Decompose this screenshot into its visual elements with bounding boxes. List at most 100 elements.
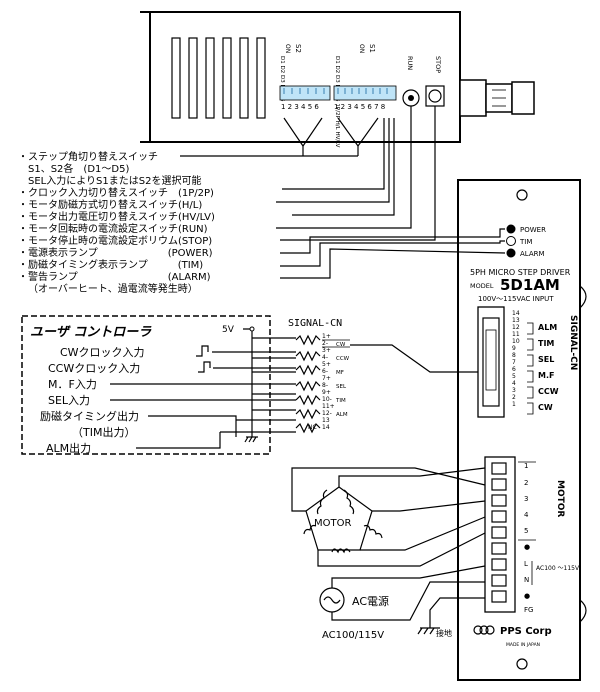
svg-text:4: 4 [524,511,529,519]
svg-text:3: 3 [524,495,528,503]
svg-text:2: 2 [512,394,516,401]
svg-text:11+: 11+ [322,403,335,410]
terminal-block [484,456,516,613]
svg-text:6-: 6- [322,368,328,375]
controller-row-4: 励磁タイミング出力 [40,409,139,423]
annotation-3: ・クロック入力切り替えスイッチ (1P/2P) [18,186,214,199]
brand-name: PPS Corp [500,626,552,637]
terminal-screws [491,462,507,603]
vcc-label: 5V [222,325,235,335]
svg-text:TIM: TIM [538,339,554,348]
top-connector [459,79,535,117]
svg-text:1+: 1+ [322,333,331,340]
svg-text:1: 1 [512,401,516,408]
connector-signal-names: ALM TIM SEL M.F CCW CW [538,323,559,412]
svg-text:8-: 8- [322,382,328,389]
annotation-9: ・励磁タイミング表示ランプ (TIM) [18,258,203,271]
svg-text:NC: NC [308,424,317,431]
svg-text:7: 7 [512,359,516,366]
svg-text:3: 3 [512,387,516,394]
annotation-list: ・ステップ角切り替えスイッチ S1、S2各 (D1～D5) SEL入力によりS1… [18,150,215,295]
svg-text:CCW: CCW [538,387,559,396]
svg-text:CW: CW [538,403,553,412]
terminal-labels: 1 2 3 4 5 ● L N ● FG [524,462,533,614]
s1-numbers: 1 2 3 4 5 6 7 8 [334,103,385,111]
svg-text:●: ● [524,543,530,551]
svg-text:4-: 4- [322,354,328,361]
signal-connector-body [477,306,505,418]
tim-lamp [506,236,516,246]
run-label: RUN [406,56,414,70]
model-prefix: MODEL [470,282,494,290]
svg-text:3+: 3+ [322,347,331,354]
ac-voltage-label: AC100/115V [322,630,384,641]
controller-title: ユーザ コントローラ [30,325,152,340]
controller-row-3: SEL入力 [48,394,90,407]
s2-onoff: ON [284,44,291,53]
svg-text:13: 13 [512,317,520,324]
svg-text:SEL: SEL [336,384,347,390]
s1-d-labels: D1 D2 D3 D4 D5 1P/2P H/L HV/LV [334,56,340,148]
annotation-1: S1、S2各 (D1～D5) [18,162,129,175]
svg-text:MF: MF [336,370,344,376]
controller-row-2: M．F入力 [48,378,97,391]
svg-text:4: 4 [512,380,516,387]
model-number: 5D1AM [500,276,560,294]
annotation-10: ・警告ランプ (ALARM) [18,270,211,283]
svg-text:N: N [524,576,529,584]
signal-cn-block: SIGNAL-CN 1+ 2- 3+ [220,318,478,434]
s2-d-labels: D1 D2 D3 D4 D5 [279,56,285,102]
signal-cn-pin-labels: CW CCW MF SEL TIM ALM [335,342,350,418]
svg-text:8: 8 [512,352,516,359]
annotation-11: （オーバーヒート、過電流等発生時） [28,282,198,295]
stop-label: STOP [434,56,442,73]
s2-numbers: 1 2 3 4 5 6 [281,103,319,111]
dip-ticks [283,88,388,94]
motor-label: MOTOR [314,518,351,529]
controller-row-0: CWクロック入力 [60,346,145,359]
svg-text:7+: 7+ [322,375,331,382]
svg-text:●: ● [524,592,530,600]
alarm-lamp [506,248,516,258]
connector-pin-numbers: 14 13 12 11 10 9 8 7 6 5 4 3 2 1 [512,310,520,408]
annotation-4: ・モータ励磁方式切り替えスイッチ(H/L) [18,198,202,211]
s1-label: S1 [368,44,376,53]
svg-text:FG: FG [524,606,533,614]
s2-label: S2 [294,44,302,53]
tim-lamp-label: TIM [519,238,532,246]
svg-text:SEL: SEL [538,355,554,364]
svg-text:M.F: M.F [538,371,554,380]
svg-text:1: 1 [524,462,528,470]
svg-text:13: 13 [322,417,330,424]
controller-row-1: CCWクロック入力 [48,362,140,375]
svg-text:ALM: ALM [336,412,348,418]
annotation-leaders [180,106,506,279]
svg-text:ALM: ALM [538,323,557,332]
controller-row-6: ALM出力 [46,441,91,455]
svg-text:5+: 5+ [322,361,331,368]
signal-cn-vertical-label: SIGNAL-CN [568,315,578,370]
model-line: 5PH MICRO STEP DRIVER [470,268,571,277]
svg-text:5: 5 [524,527,528,535]
pps-logo [473,625,495,635]
signal-cn-pins: 1+ 2- 3+ 4- 5+ 6- 7+ 8- 9+ 10- 11+ 12- 1… [308,333,335,431]
signal-cn-title: SIGNAL-CN [288,318,342,329]
annotation-5: ・モータ出力電圧切り替えスイッチ(HV/LV) [18,210,215,223]
svg-text:10: 10 [512,338,520,345]
power-lamp [506,224,516,234]
ac-power-label: AC電源 [352,594,389,608]
svg-text:TIM: TIM [335,398,346,404]
controller-row-5: （TIM出力） [72,425,135,439]
svg-text:12-: 12- [322,410,332,417]
svg-text:14: 14 [322,424,330,431]
heatsink-fins [171,37,266,119]
mount-hole-top [516,189,528,201]
svg-text:9: 9 [512,345,516,352]
driver-front-panel: POWER TIM ALARM 5PH MICRO STEP DRIVER MO… [457,179,587,681]
svg-text:12: 12 [512,324,520,331]
svg-text:2: 2 [524,479,528,487]
svg-text:CW: CW [336,342,346,348]
ac-note: AC100 ～115V [536,565,580,572]
dip-switch-s2[interactable] [279,85,331,101]
